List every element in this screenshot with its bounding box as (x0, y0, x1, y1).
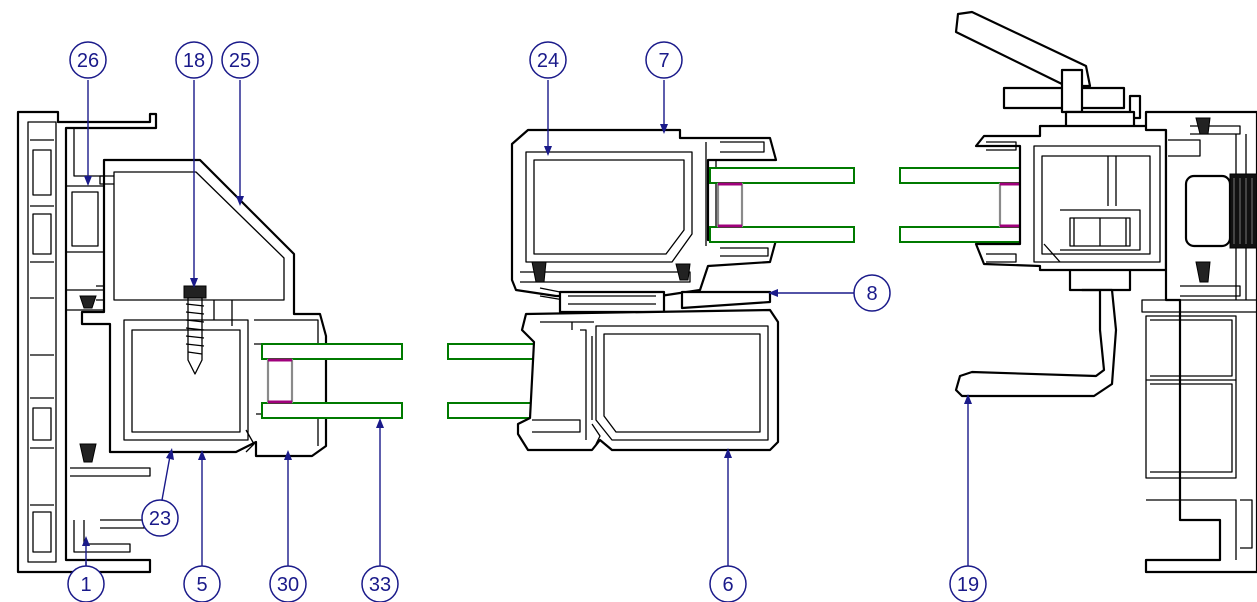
callout-label: 25 (229, 50, 251, 72)
callout-19: 19 (949, 394, 987, 602)
screw-18 (183, 285, 207, 375)
callout-label: 24 (537, 50, 559, 72)
callout-label: 23 (149, 508, 171, 530)
callout-label: 30 (277, 574, 299, 596)
callout-7: 7 (645, 41, 683, 134)
callout-18: 18 (175, 41, 213, 288)
callout-label: 18 (183, 50, 205, 72)
sash-profile-right (974, 124, 1168, 272)
gaskets-center (531, 261, 691, 283)
callout-6: 6 (709, 448, 747, 602)
callout-label: 5 (196, 574, 207, 596)
callout-label: 6 (722, 574, 733, 596)
center-mullion (558, 290, 772, 314)
callout-5: 5 (183, 450, 221, 602)
callout-label: 19 (957, 574, 979, 596)
callout-label: 26 (77, 50, 99, 72)
callout-33: 33 (361, 418, 399, 602)
callout-label: 33 (369, 574, 391, 596)
callout-30: 30 (269, 450, 307, 602)
callout-25: 25 (221, 41, 259, 206)
lock-cylinder (1184, 173, 1257, 249)
callout-24: 24 (529, 41, 567, 156)
callout-label: 7 (658, 50, 669, 72)
callout-8: 8 (768, 274, 891, 312)
callout-label: 1 (80, 574, 91, 596)
callout-label: 8 (866, 283, 877, 305)
gaskets-left (79, 295, 97, 463)
callout-1: 1 (67, 536, 105, 602)
frame-profile-center-bottom (516, 308, 780, 452)
gaskets-right (1195, 117, 1211, 283)
callout-26: 26 (69, 41, 107, 186)
callout-23: 23 (141, 448, 179, 537)
sash-profile-left (80, 158, 328, 458)
glazing-center-top (709, 167, 1026, 243)
